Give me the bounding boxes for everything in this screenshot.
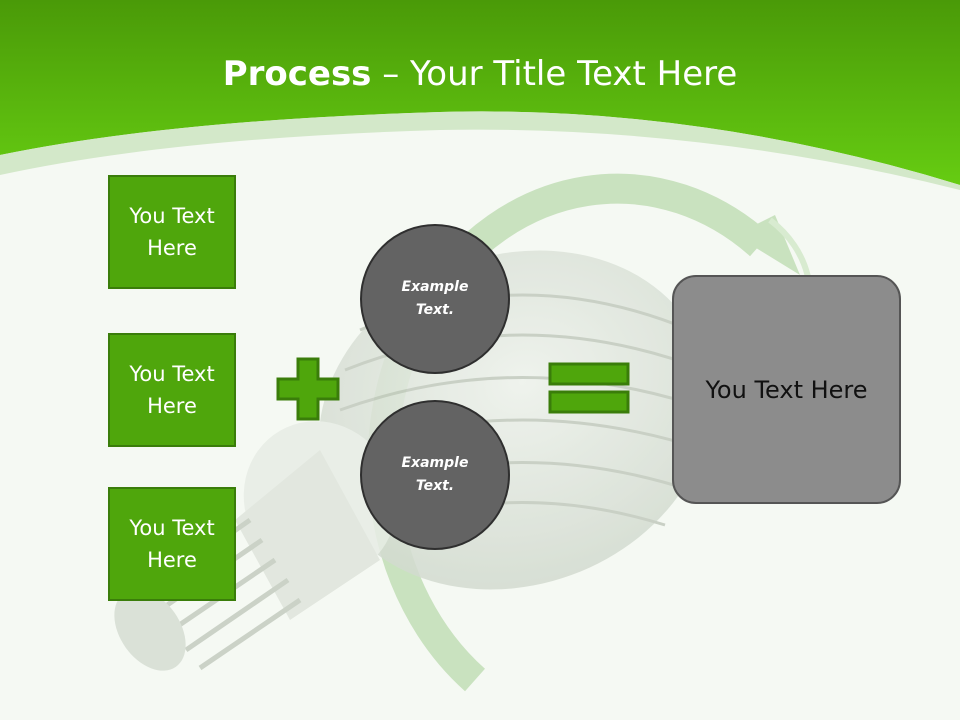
result-box: You Text Here (672, 275, 901, 504)
header-band (0, 0, 960, 190)
plus-icon (276, 357, 340, 421)
text-box-3: You Text Here (108, 487, 236, 601)
example-circle-1: Example Text. (360, 224, 510, 374)
text-box-2-line1: You Text (129, 362, 215, 386)
example-circle-1-line1: Example (401, 279, 469, 295)
text-box-2: You Text Here (108, 333, 236, 447)
example-circle-1-line2: Text. (415, 302, 455, 318)
example-circle-2: Example Text. (360, 400, 510, 550)
equals-icon (548, 362, 630, 414)
example-circle-2-line1: Example (401, 455, 469, 471)
text-box-1: You Text Here (108, 175, 236, 289)
result-text: You Text Here (705, 375, 868, 404)
text-box-3-line1: You Text (129, 516, 215, 540)
title-rest: – Your Title Text Here (371, 54, 738, 94)
text-box-1-line2: Here (147, 236, 197, 260)
text-box-1-line1: You Text (129, 204, 215, 228)
slide-title: Process – Your Title Text Here (0, 52, 960, 96)
text-box-2-line2: Here (147, 394, 197, 418)
example-circle-2-line2: Text. (415, 478, 455, 494)
title-bold: Process (222, 54, 372, 94)
text-box-3-line2: Here (147, 548, 197, 572)
